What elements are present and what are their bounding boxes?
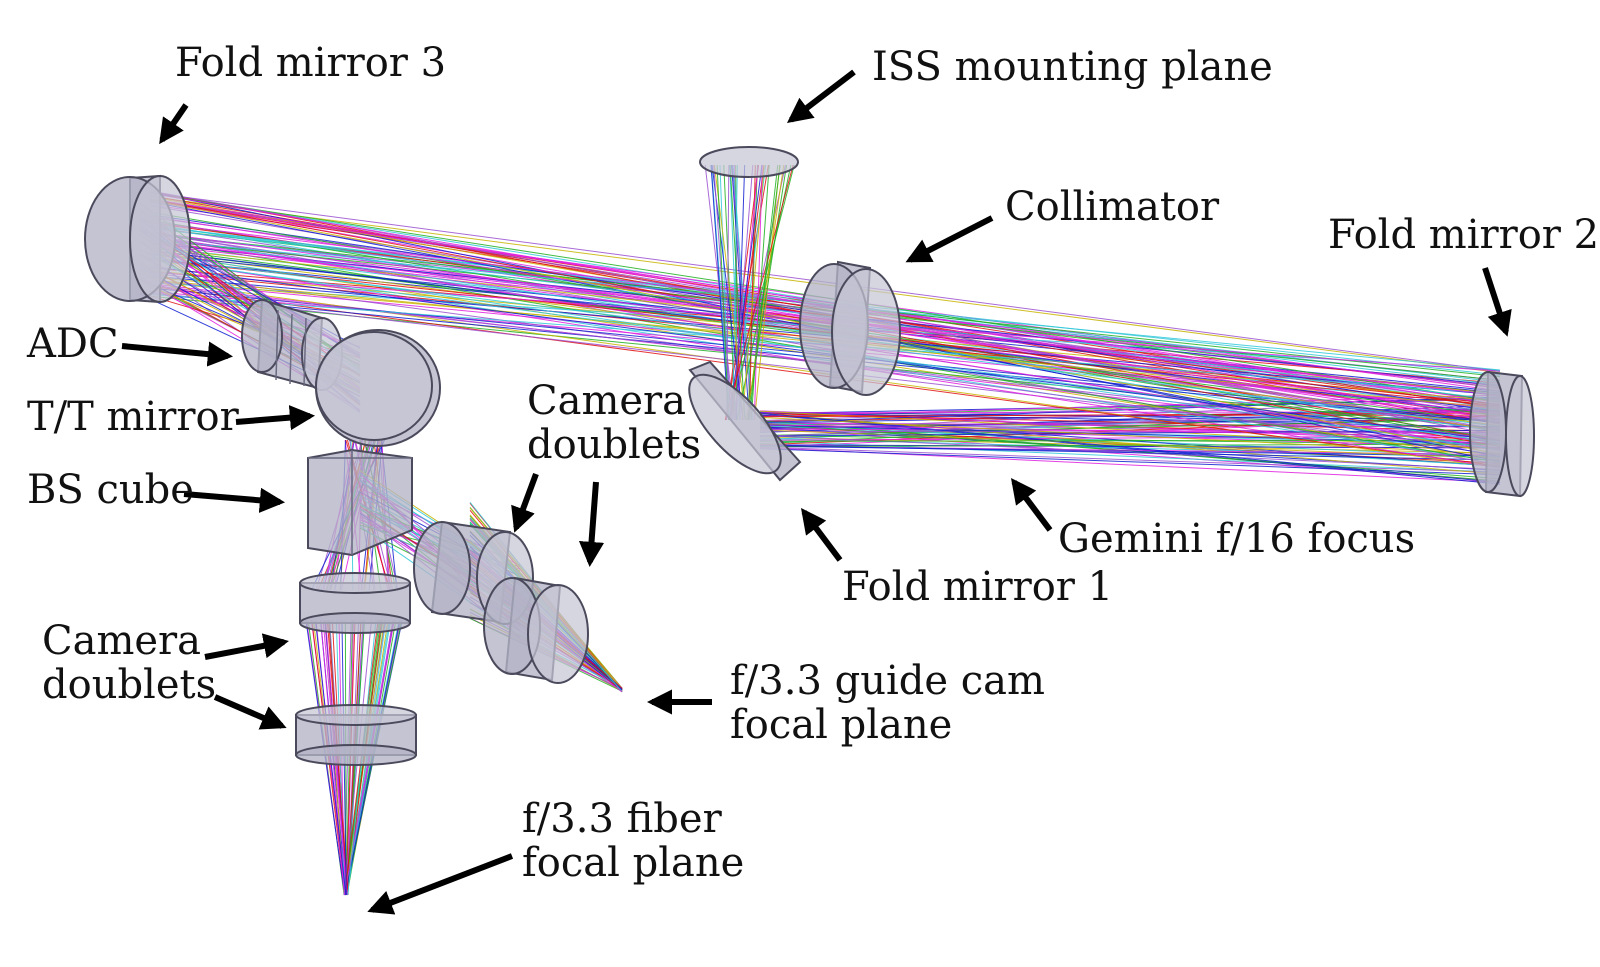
label-fold-mirror-2: Fold mirror 2	[1328, 212, 1599, 258]
label-camera-doublets-lower-line2: doublets	[42, 662, 216, 708]
label-gemini-focus: Gemini f/16 focus	[1058, 516, 1415, 562]
arrow-adc	[122, 346, 228, 356]
tt-mirror-element	[316, 330, 440, 446]
arrow-camera-doublets-lower-1	[205, 642, 284, 657]
arrow-fiber-focal-plane	[372, 856, 512, 910]
label-guide-cam-line2: focal plane	[730, 702, 952, 748]
label-fiber-line2: focal plane	[522, 840, 744, 886]
arrow-collimator	[910, 218, 992, 260]
fiber-camera-doublet-1	[300, 573, 410, 633]
arrow-bs-cube	[184, 494, 280, 502]
label-camera-doublets-upper-line1: Camera	[527, 378, 686, 424]
label-camera-doublets-lower-line1: Camera	[42, 618, 201, 664]
arrow-fold-mirror-3	[162, 105, 186, 140]
label-adc: ADC	[26, 321, 119, 367]
label-camera-doublets-upper-line2: doublets	[527, 422, 701, 468]
fold-mirror-2-element	[1470, 372, 1534, 496]
fiber-camera-doublet-2	[296, 705, 416, 765]
guide-camera-doublet-2	[484, 578, 588, 683]
arrow-camera-doublets-upper-1	[516, 474, 536, 528]
label-iss-mounting-plane: ISS mounting plane	[872, 44, 1273, 90]
label-fold-mirror-3: Fold mirror 3	[175, 40, 446, 86]
arrow-iss-mounting-plane	[791, 72, 854, 120]
arrow-fold-mirror-2	[1485, 268, 1506, 332]
bs-cube-element	[308, 450, 412, 555]
label-fold-mirror-1: Fold mirror 1	[842, 564, 1113, 610]
collimator-element	[800, 262, 900, 395]
arrow-camera-doublets-upper-2	[590, 482, 596, 562]
arrow-fold-mirror-1	[804, 512, 840, 560]
arrow-gemini-focus	[1014, 482, 1050, 530]
label-fiber-line1: f/3.3 fiber	[522, 796, 723, 842]
label-bs-cube: BS cube	[27, 467, 194, 513]
iss-mounting-plane-element	[700, 147, 798, 177]
label-collimator: Collimator	[1005, 184, 1220, 230]
arrow-camera-doublets-lower-2	[215, 697, 282, 726]
fold-mirror-3-element	[85, 176, 190, 302]
label-guide-cam-line1: f/3.3 guide cam	[730, 658, 1045, 704]
label-tt-mirror: T/T mirror	[27, 394, 240, 440]
arrow-tt-mirror	[236, 416, 310, 422]
